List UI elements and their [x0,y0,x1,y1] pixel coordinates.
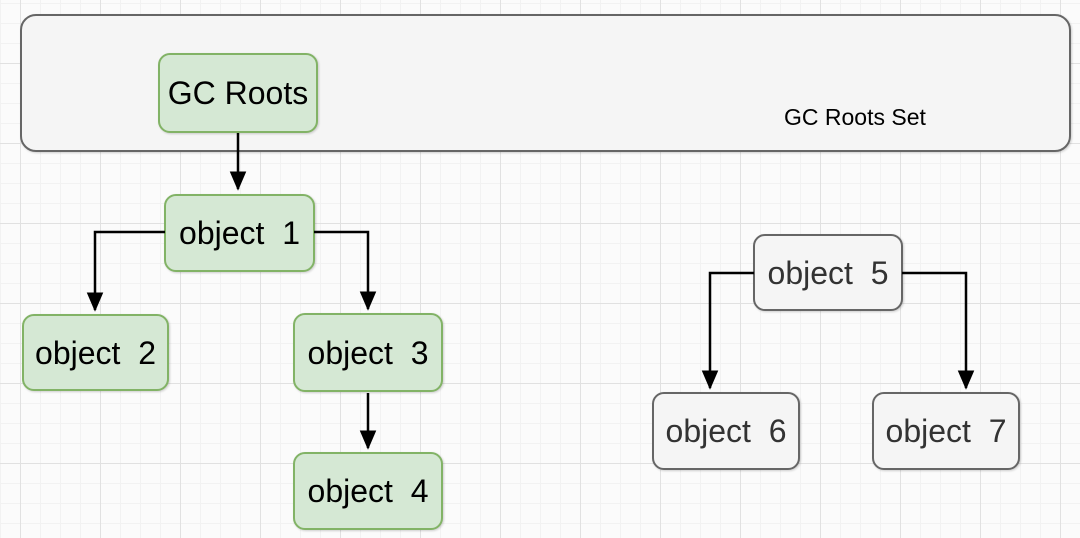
node-object-4-label: object 4 [307,473,429,509]
node-object-2: object 2 [22,314,169,391]
node-object-5-label: object 5 [767,254,889,291]
node-object-3: object 3 [293,313,443,392]
node-gc-roots: GC Roots [158,53,318,133]
edge-object-1-to-object-2 [95,230,165,310]
node-object-6: object 6 [652,392,800,470]
gc-roots-set-label: GC Roots Set [784,104,926,130]
node-gc-roots-label: GC Roots [167,75,309,111]
edge-object-5-to-object-6 [710,271,754,388]
edge-object-1-to-object-3 [314,230,368,309]
node-object-7: object 7 [872,392,1020,470]
node-object-2-label: object 2 [35,334,156,371]
node-object-6-label: object 6 [665,413,787,449]
node-object-3-label: object 3 [307,334,429,371]
edge-object-5-to-object-7 [902,271,966,388]
node-object-1-label: object 1 [179,215,300,251]
node-object-4: object 4 [293,452,443,530]
node-object-5: object 5 [753,234,903,311]
node-object-1: object 1 [164,194,315,272]
node-object-7-label: object 7 [885,413,1007,449]
